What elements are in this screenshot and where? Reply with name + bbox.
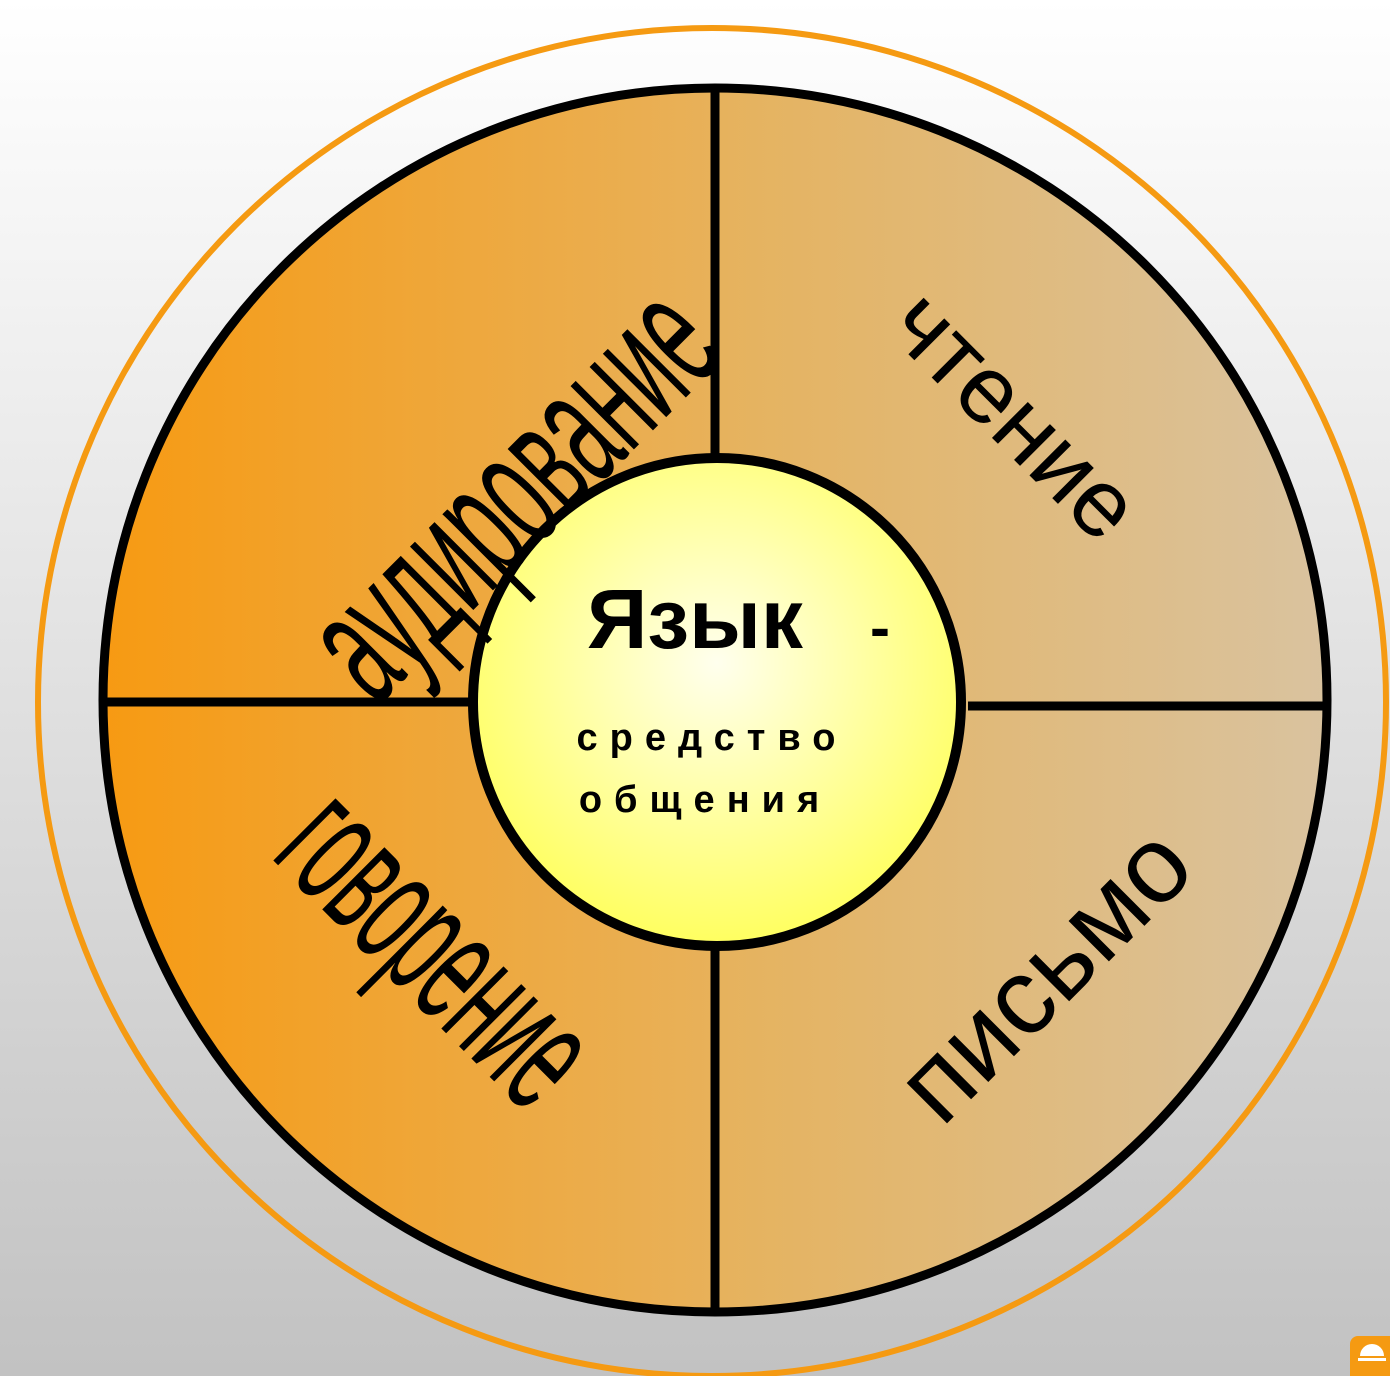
center-dash: - [870,594,890,661]
logo-cap-shape [1360,1344,1384,1356]
center-subtitle-line2: общения [579,779,831,821]
watermark-logo-icon [1350,1336,1390,1376]
logo-bar-shape [1358,1358,1386,1361]
outer-ring [35,25,1389,1376]
center-subtitle-line1: средство [577,717,848,759]
center-circle [468,453,966,951]
center-title: Язык [587,572,804,666]
